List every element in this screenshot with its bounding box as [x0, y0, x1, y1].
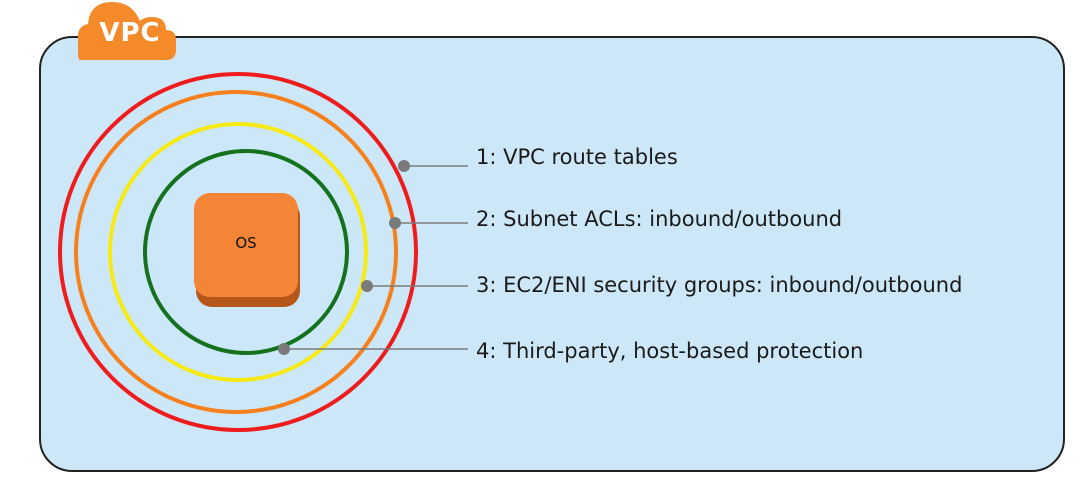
leader-dot-4 — [278, 343, 290, 355]
layer-label-4: 4: Third-party, host-based protection — [476, 339, 864, 363]
leader-dot-2 — [389, 217, 401, 229]
orange-ring — [74, 90, 398, 414]
os-box-label: OS — [235, 234, 257, 252]
vpc-container — [39, 36, 1065, 472]
green-ring — [143, 149, 349, 355]
leader-dot-3 — [361, 280, 373, 292]
yellow-ring — [108, 122, 368, 382]
layer-label-1: 1: VPC route tables — [476, 145, 678, 169]
vpc-badge-label: VPC — [99, 18, 161, 48]
os-box — [194, 193, 300, 307]
leader-dot-1 — [398, 160, 410, 172]
vpc-badge — [78, 2, 176, 60]
cloud-icon — [78, 2, 176, 60]
layer-label-3: 3: EC2/ENI security groups: inbound/outb… — [476, 273, 963, 297]
layer-label-2: 2: Subnet ACLs: inbound/outbound — [476, 207, 843, 231]
red-ring — [58, 72, 418, 432]
